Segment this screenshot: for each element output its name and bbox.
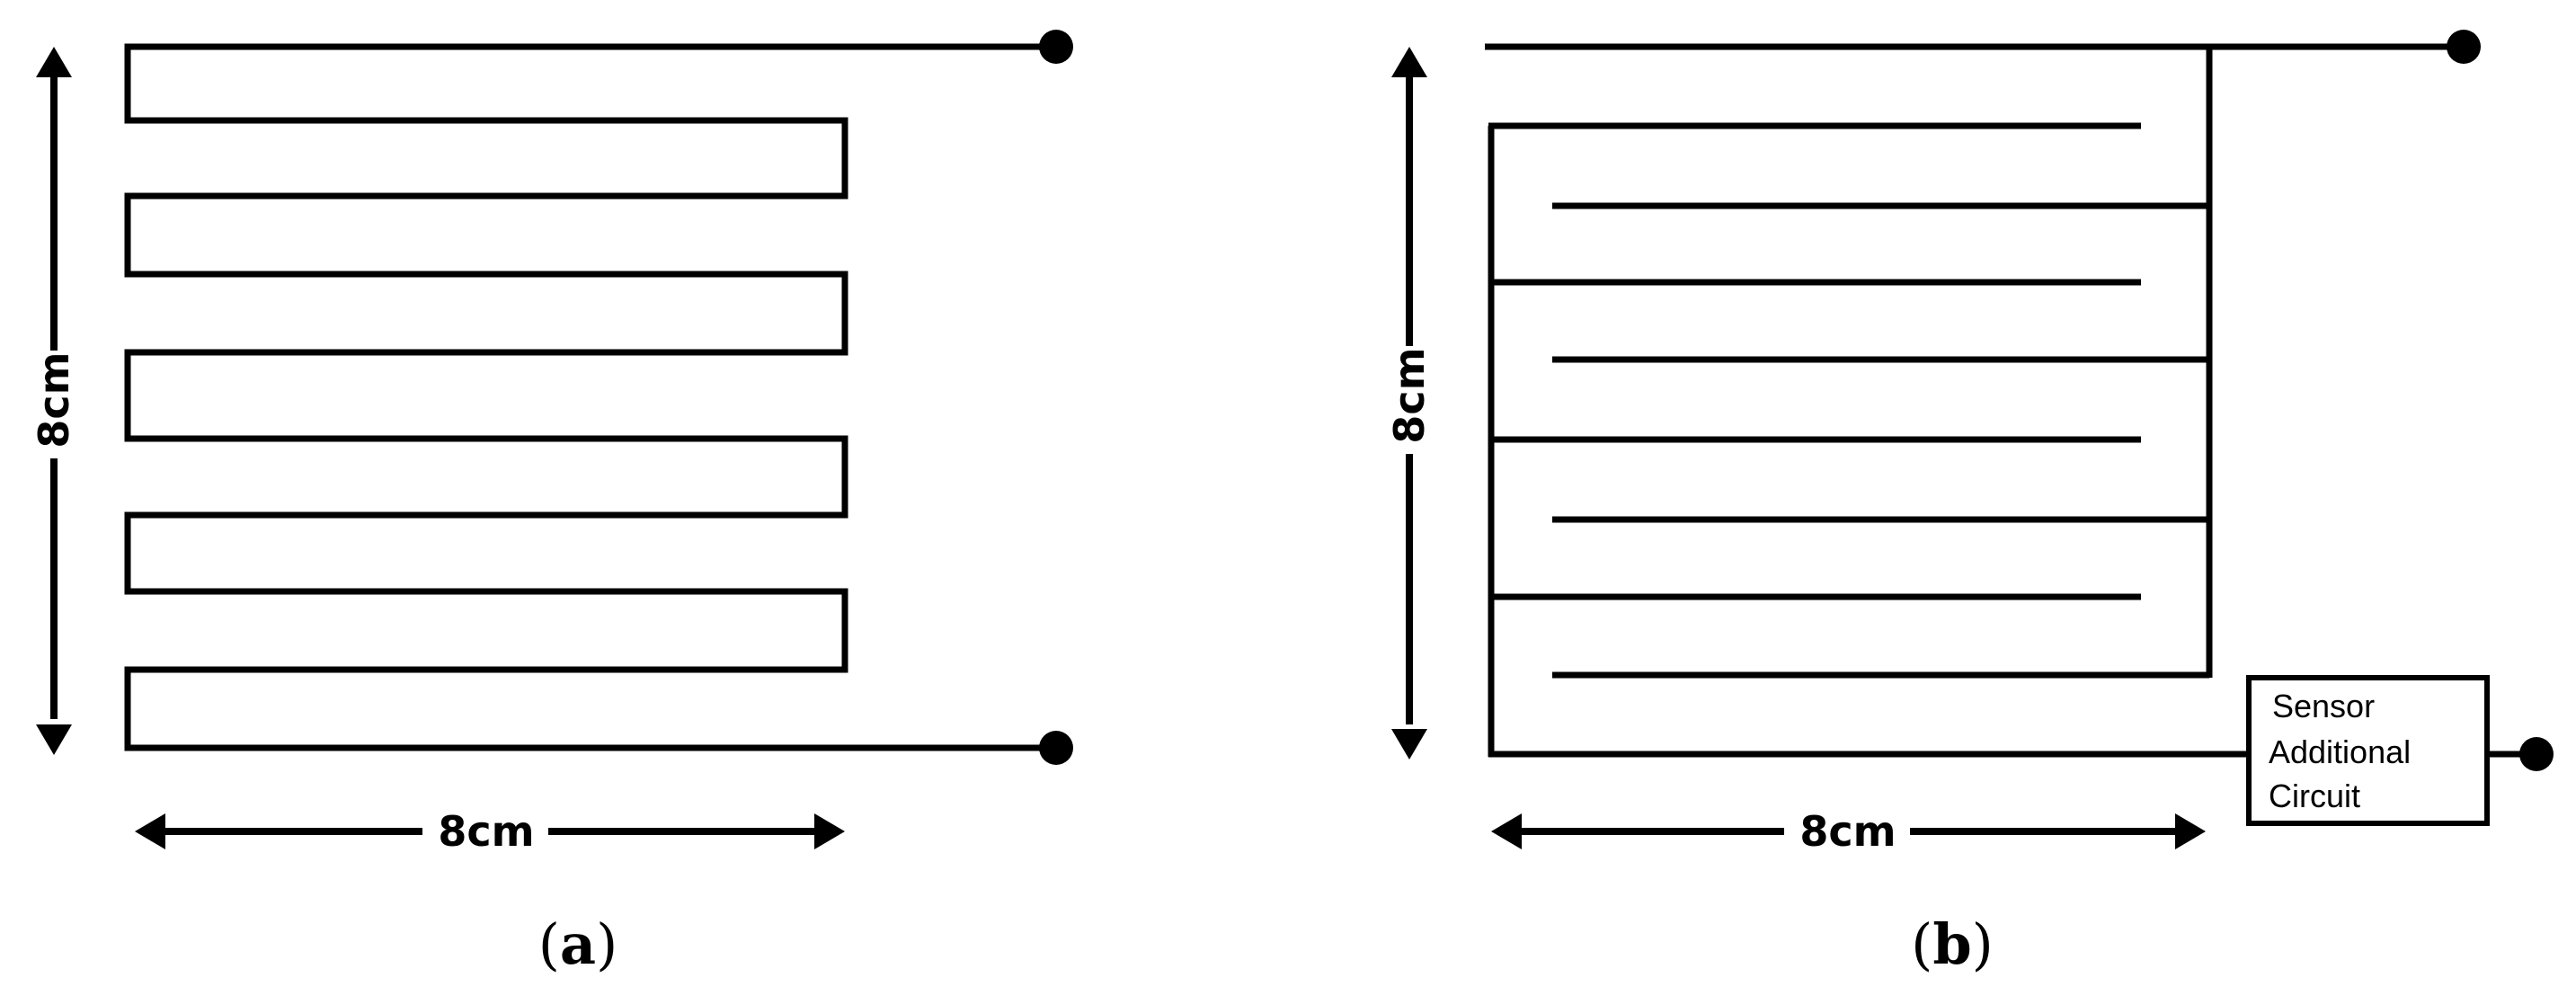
box-line-3: Circuit xyxy=(2269,777,2360,814)
width-dimension-b: 8cm xyxy=(1491,804,2206,858)
terminal-top-a xyxy=(1039,30,1073,64)
height-label-a: 8cm xyxy=(30,351,78,448)
box-line-1: Sensor xyxy=(2272,688,2375,724)
terminal-bottom-a xyxy=(1039,731,1073,765)
height-dimension-b: 8cm xyxy=(1382,47,1436,760)
terminal-bottom-b xyxy=(2519,737,2554,771)
width-label-a: 8cm xyxy=(438,807,534,856)
serpentine-electrode xyxy=(124,43,1053,751)
width-label-b: 8cm xyxy=(1799,807,1896,856)
width-dimension-a: 8cm xyxy=(135,804,845,858)
box-line-2: Additional xyxy=(2269,733,2411,770)
panel-a: 8cm 8cm (a) xyxy=(27,30,1073,977)
caption-b: (b) xyxy=(1911,911,1994,977)
caption-a: (a) xyxy=(538,911,618,977)
right-comb-electrode xyxy=(1485,43,2461,679)
height-dimension-a: 8cm xyxy=(27,47,81,755)
left-comb-electrode xyxy=(1488,122,2249,758)
panel-b: Sensor Additional Circuit 8cm 8cm (b) xyxy=(1382,30,2554,977)
sensor-additional-circuit-box: Sensor Additional Circuit xyxy=(2246,675,2490,826)
terminal-top-b xyxy=(2447,30,2481,64)
height-label-b: 8cm xyxy=(1385,347,1434,443)
